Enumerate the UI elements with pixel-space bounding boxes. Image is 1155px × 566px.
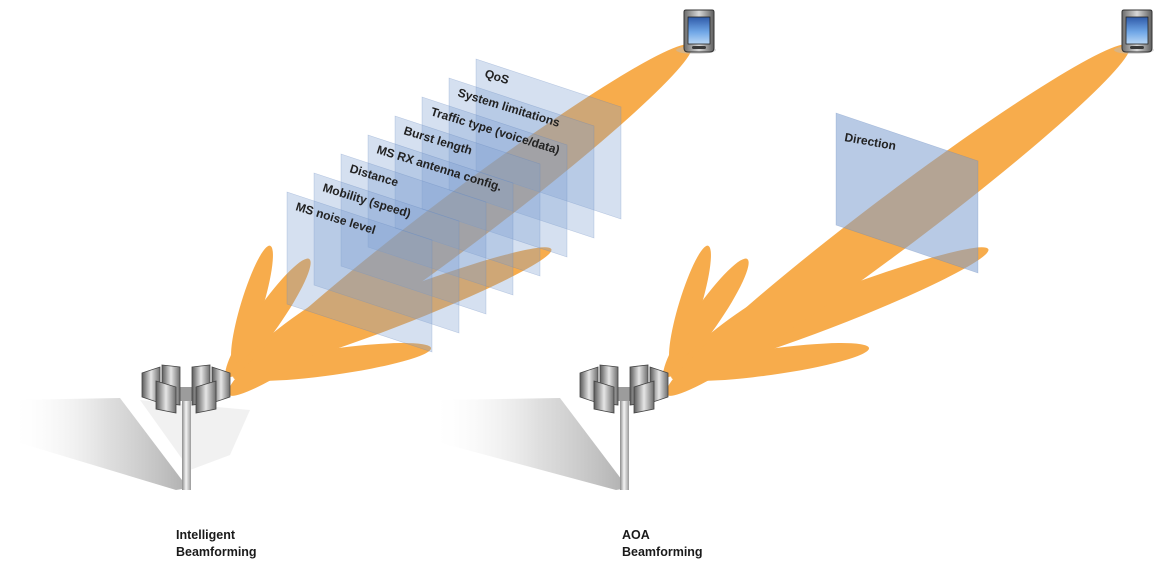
left-plane-4 xyxy=(394,115,541,277)
left-plane-2 xyxy=(448,77,595,239)
beam-lobe-1 xyxy=(669,245,711,365)
beam-lobe-1 xyxy=(231,245,273,365)
left-plane-3 xyxy=(421,96,568,258)
left-caption-line1: Intelligent xyxy=(176,528,236,542)
mobile-phone-icon xyxy=(676,9,716,54)
base-station-antenna-icon xyxy=(141,364,231,490)
beam-main-lobe xyxy=(227,44,693,396)
right-caption-line2: Beamforming xyxy=(622,545,703,559)
right-caption: AOA Beamforming xyxy=(622,527,703,561)
left-plane-label: QoS xyxy=(483,66,511,87)
parameter-planes: Direction xyxy=(835,112,979,274)
left-plane-8 xyxy=(286,191,433,353)
left-caption: Intelligent Beamforming xyxy=(176,527,257,561)
ground-shadow xyxy=(430,398,628,490)
left-plane-7 xyxy=(313,172,460,334)
right-panel-aoa-beamforming: Direction xyxy=(430,9,1154,490)
beam-lobes xyxy=(224,44,693,396)
ground-shadow-soft xyxy=(140,400,250,470)
left-plane-1 xyxy=(475,58,622,220)
right-caption-line1: AOA xyxy=(622,528,650,542)
left-plane-5 xyxy=(367,134,514,296)
left-plane-6 xyxy=(340,153,487,315)
ground-shadow xyxy=(10,398,188,490)
beam-lobe-2 xyxy=(225,258,311,378)
beam-lobe-2 xyxy=(663,258,749,378)
base-station-antenna-icon xyxy=(579,364,669,490)
mobile-phone-icon xyxy=(1114,9,1154,54)
left-caption-line2: Beamforming xyxy=(176,545,257,559)
right-plane-1 xyxy=(835,112,979,274)
